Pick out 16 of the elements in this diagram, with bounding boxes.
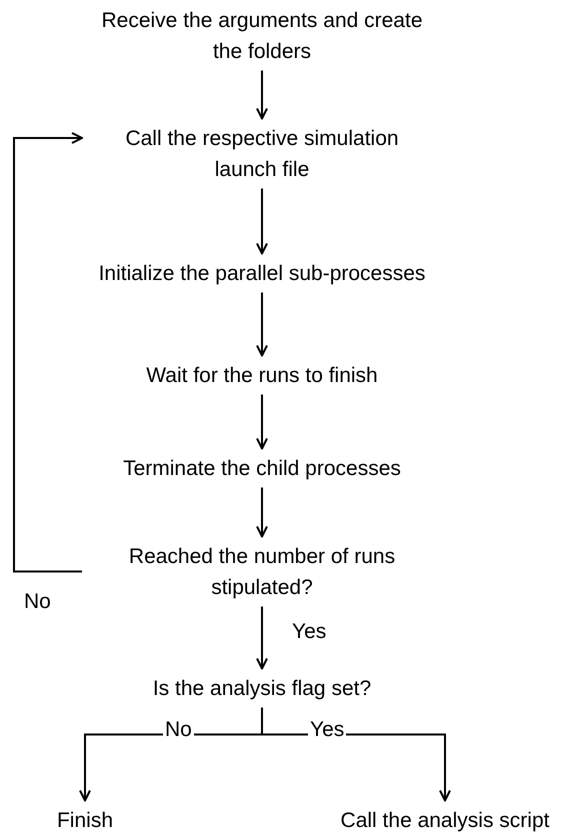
step-text: Call the respective simulation launch file: [82, 118, 442, 188]
step-text: Initialize the parallel sub-processes: [80, 254, 444, 292]
arrow: [256, 188, 268, 254]
step-text: Call the analysis script: [322, 800, 568, 836]
arrow: [256, 488, 268, 538]
arrow: [13, 132, 83, 572]
arrow: [256, 292, 268, 356]
step-text: Reached the number of runs stipulated?: [82, 536, 442, 606]
arrow: [256, 606, 268, 670]
step-text: Receive the arguments and create the folders: [77, 0, 447, 70]
step-text: Finish: [38, 800, 132, 836]
step-text: Is the analysis flag set?: [134, 668, 390, 708]
step-text: Wait for the runs to finish: [128, 356, 396, 394]
arrow: [256, 70, 268, 120]
arrow: [256, 394, 268, 450]
step-text: Terminate the child processes: [105, 448, 419, 488]
